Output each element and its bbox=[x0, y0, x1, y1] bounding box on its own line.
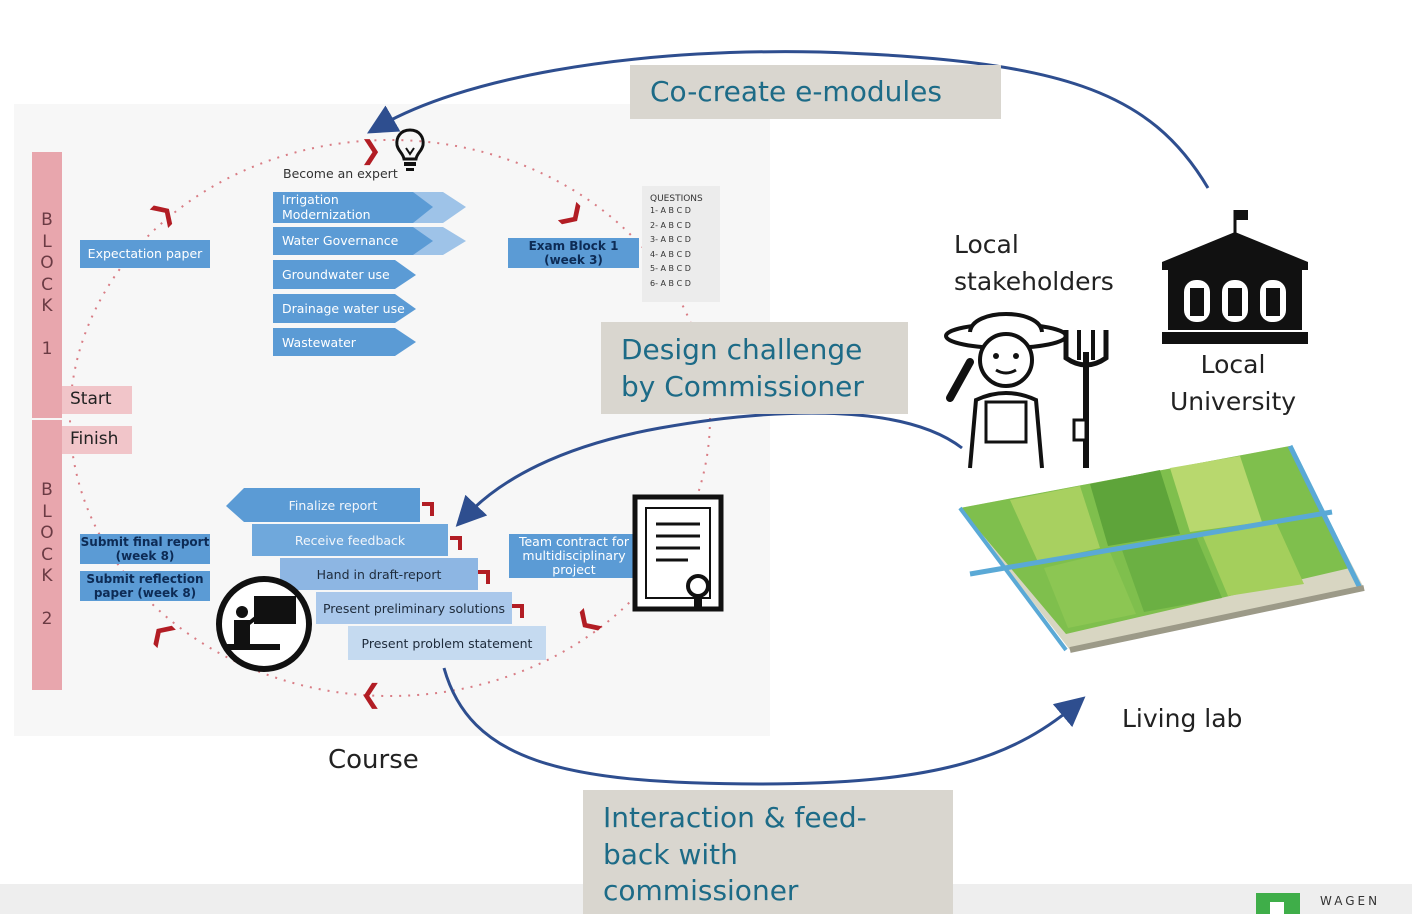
finish-tag: Finish bbox=[62, 426, 132, 454]
submit-reflection-box: Submit reflection paper (week 8) bbox=[80, 571, 210, 601]
step-finalize-report: Finalize report bbox=[288, 497, 378, 513]
block1-letter: B bbox=[41, 210, 53, 230]
step-present-preliminary: Present preliminary solutions bbox=[322, 600, 506, 616]
team-contract-box: Team contract for multidisciplinary proj… bbox=[509, 534, 639, 578]
questions-sheet: QUESTIONS 1- A B C D 2- A B C D 3- A B C… bbox=[642, 186, 720, 302]
submit-reflection-line2: paper (week 8) bbox=[93, 586, 197, 600]
step-hand-in-draft: Hand in draft-report bbox=[316, 566, 442, 582]
topic-irrigation: Irrigation Modernization bbox=[282, 192, 371, 222]
university-building-icon bbox=[1162, 210, 1308, 344]
exam-block-line2: (week 3) bbox=[544, 253, 603, 267]
step-hook-arrows bbox=[422, 502, 524, 618]
start-tag: Start bbox=[62, 386, 132, 414]
cycle-chevron: ❯ bbox=[360, 136, 382, 166]
exam-block-line1: Exam Block 1 bbox=[528, 239, 619, 253]
living-lab-label: Living lab bbox=[1122, 704, 1243, 733]
interaction-line2: back with bbox=[603, 837, 738, 871]
logo-mark bbox=[1270, 902, 1284, 914]
step-present-problem: Present problem statement bbox=[361, 635, 533, 651]
submit-final-line2: (week 8) bbox=[115, 549, 175, 563]
block2-letter: K bbox=[41, 566, 53, 587]
topic-arrow-shapes bbox=[273, 192, 466, 356]
submit-final-line1: Submit final report bbox=[80, 535, 210, 549]
submit-reflection-line1: Submit reflection bbox=[86, 572, 204, 586]
callout-design-challenge: Design challenge by Commissioner bbox=[601, 322, 908, 414]
question-row: 4- A B C D bbox=[650, 249, 691, 259]
farmer-icon bbox=[944, 312, 1109, 469]
block1-bar bbox=[32, 152, 62, 418]
logo-green-square bbox=[1256, 893, 1300, 914]
expectation-paper-box: Expectation paper bbox=[80, 240, 210, 268]
stakeholders-line2: stakeholders bbox=[954, 267, 1114, 296]
block1-letter: K bbox=[41, 296, 53, 317]
block1-letter: L bbox=[42, 231, 52, 252]
team-contract-line1: Team contract for bbox=[518, 534, 630, 549]
block1-letter: O bbox=[40, 253, 54, 274]
block2-label: B L O C K 2 bbox=[32, 480, 62, 631]
block2-number: 2 bbox=[41, 608, 53, 629]
living-lab-field-illustration bbox=[958, 444, 1365, 653]
stakeholders-label: Local stakeholders bbox=[954, 226, 1114, 300]
callout-interaction-feedback: Interaction & feed- back with commission… bbox=[583, 790, 953, 914]
block2-letter: L bbox=[42, 501, 52, 522]
block1-number: 1 bbox=[41, 338, 53, 359]
university-line2: University bbox=[1169, 387, 1297, 416]
block2-letter: B bbox=[41, 480, 53, 500]
topic-wastewater: Wastewater bbox=[282, 335, 356, 350]
lightbulb-icon bbox=[395, 128, 425, 171]
university-label: Local University bbox=[1168, 346, 1298, 420]
topic-drainage: Drainage water use bbox=[282, 301, 405, 316]
stakeholders-line1: Local bbox=[954, 230, 1019, 259]
topic-water-governance: Water Governance bbox=[282, 233, 399, 248]
design-line1: Design challenge bbox=[621, 333, 863, 366]
step-receive-feedback: Receive feedback bbox=[294, 532, 406, 548]
block1-label: B L O C K 1 bbox=[32, 210, 62, 361]
team-contract-line2: multidisciplinary bbox=[522, 548, 626, 563]
logo-text: WAGEN bbox=[1320, 894, 1381, 908]
block2-bar bbox=[32, 420, 62, 690]
submit-final-report-box: Submit final report (week 8) bbox=[80, 534, 210, 564]
course-label: Course bbox=[328, 745, 419, 775]
wageningen-logo: WAGEN bbox=[1256, 893, 1412, 914]
contract-certificate-icon bbox=[632, 494, 724, 612]
block1-letter: C bbox=[41, 274, 53, 295]
question-row: 5- A B C D bbox=[650, 264, 691, 273]
teacher-icon bbox=[216, 576, 312, 672]
interaction-line3: commissioner bbox=[603, 874, 799, 907]
question-row: 3- A B C D bbox=[650, 235, 691, 244]
design-line2: by Commissioner bbox=[621, 369, 864, 403]
interaction-line1: Interaction & feed- bbox=[603, 801, 867, 834]
question-row: 1- A B C D bbox=[650, 206, 691, 215]
callout-cocreate-emodules: Co-create e-modules bbox=[630, 65, 1001, 119]
topic-groundwater: Groundwater use bbox=[282, 267, 390, 282]
university-line1: Local bbox=[1200, 350, 1266, 379]
steps-staircase bbox=[226, 488, 546, 660]
exam-block-box: Exam Block 1 (week 3) bbox=[508, 238, 639, 268]
become-expert-label: Become an expert bbox=[283, 166, 398, 181]
block2-letter: C bbox=[41, 544, 53, 565]
question-row: 6- A B C D bbox=[650, 278, 691, 288]
question-row: 2- A B C D bbox=[650, 220, 691, 230]
questions-title: QUESTIONS bbox=[650, 194, 703, 204]
team-contract-line3: project bbox=[552, 562, 596, 577]
block2-letter: O bbox=[40, 523, 54, 544]
